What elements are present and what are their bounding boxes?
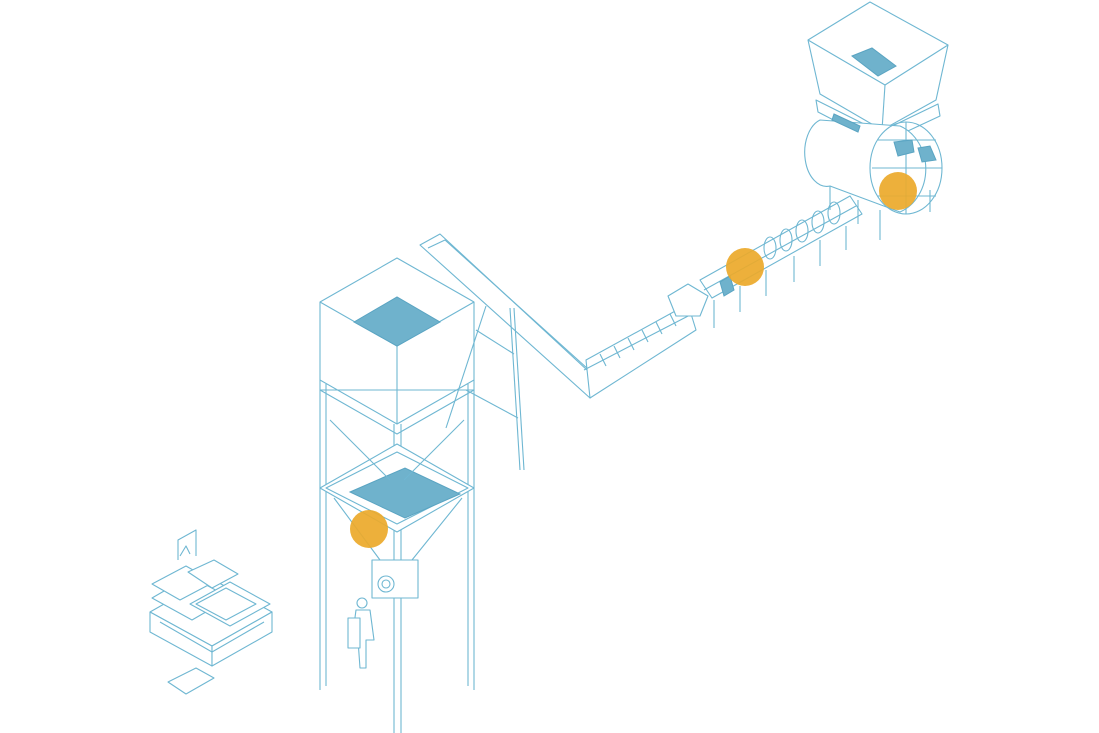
operator-figure (347, 597, 375, 669)
screw-conveyor (667, 195, 863, 328)
hotspot-screw-conveyor[interactable] (726, 248, 764, 286)
silo (319, 257, 475, 733)
hotspot-silo[interactable] (350, 510, 388, 548)
pallet-of-bags (149, 529, 273, 695)
hotspot-mixer[interactable] (879, 172, 917, 210)
inclined-conveyor (419, 233, 697, 471)
mixer-and-hopper (804, 1, 949, 240)
